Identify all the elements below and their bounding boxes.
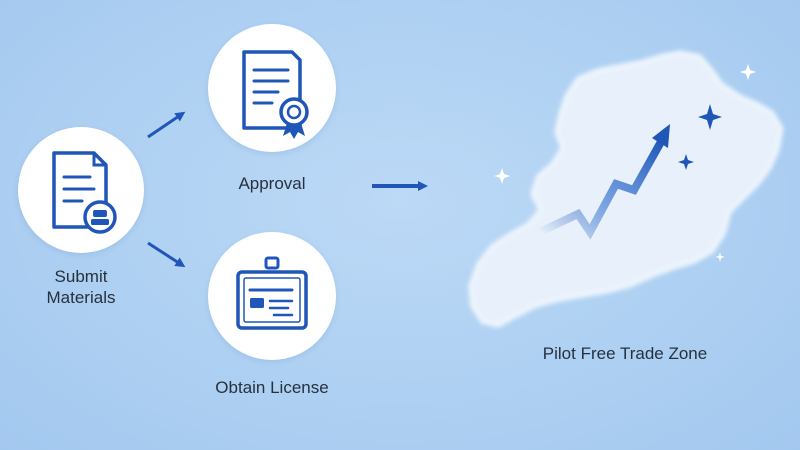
sparkle-icon (494, 168, 510, 184)
submit-materials-node (18, 127, 144, 253)
sparkle-icon (740, 64, 756, 80)
arrow-to-license (147, 241, 186, 268)
submit-materials-label: Submit Materials (41, 266, 121, 308)
arrow-to-approval (147, 111, 186, 139)
trend-arrow-head (652, 124, 670, 148)
sparkle-icon (698, 104, 722, 130)
approval-label: Approval (238, 174, 306, 193)
license-card-icon (236, 256, 308, 330)
sparkle-icon (715, 252, 725, 262)
obtain-license-label: Obtain License (215, 378, 329, 397)
approval-node (208, 24, 336, 152)
upward-trend-arrow-icon (538, 138, 666, 240)
obtain-license-node (208, 232, 336, 360)
submit-materials-line2: Materials (46, 288, 116, 307)
certificate-with-ribbon-icon (242, 50, 309, 139)
trade-zone-label: Pilot Free Trade Zone (542, 344, 708, 363)
submit-materials-line1: Submit (54, 267, 108, 286)
document-with-seal-icon (52, 151, 117, 234)
sparkle-icon (678, 154, 694, 170)
